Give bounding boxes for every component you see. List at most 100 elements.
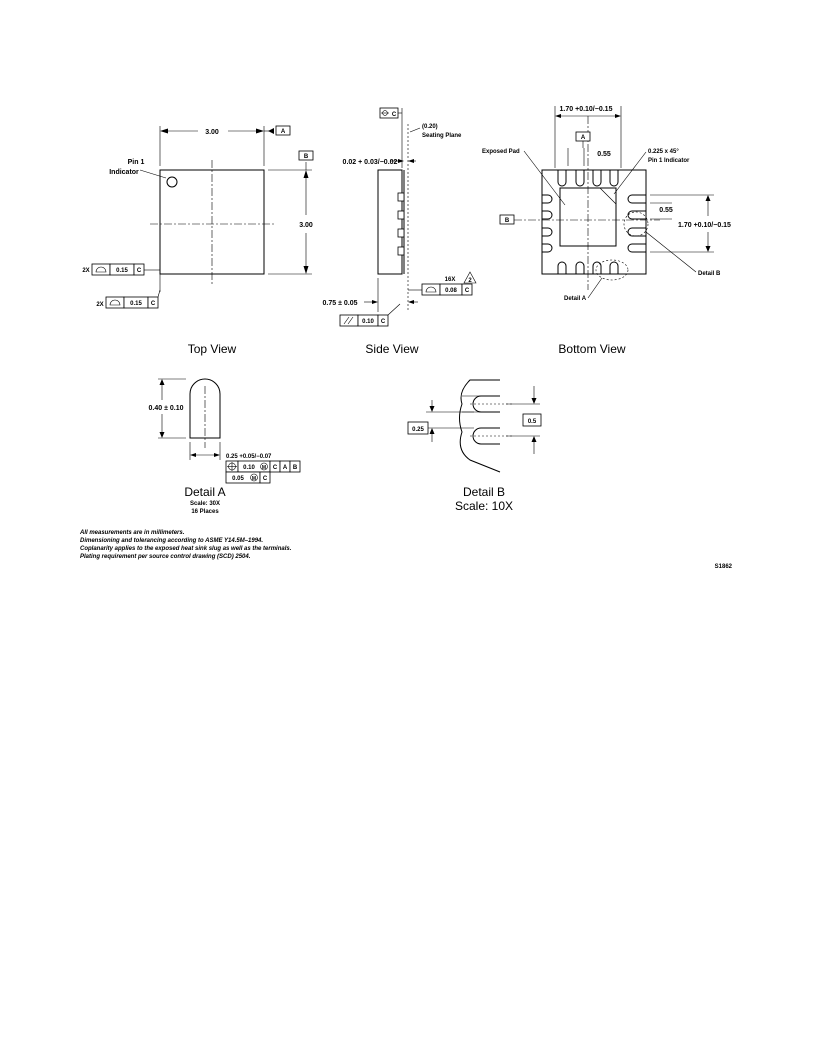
terminal: [397, 192, 405, 202]
fcf1-tol: 0.15: [116, 268, 128, 274]
datum-b: B: [304, 154, 309, 160]
terminal: [575, 170, 585, 187]
terminal: [557, 261, 567, 274]
dim-height: 0.75 ± 0.05: [323, 300, 358, 307]
dim-left: 0.25: [412, 427, 424, 433]
pin1-label-1: Pin 1: [128, 159, 145, 166]
detail-a: 0.40 ± 0.10 0.25 +0.05/−0.07 0.10 M C A …: [149, 378, 301, 515]
datum-a: A: [581, 135, 586, 141]
detail-a-title: Detail A: [184, 485, 225, 499]
pitch-top: 0.55: [597, 151, 611, 158]
note-flag-icon: [463, 271, 477, 284]
bottom-view: 1.70 +0.10/−0.15 A 0.55 Exposed Pad 0.22…: [482, 106, 731, 356]
detail-b-scale: Scale: 10X: [455, 499, 513, 513]
terminal: [627, 243, 646, 253]
terminal: [592, 170, 602, 187]
terminal: [542, 194, 553, 204]
fcf1-tol: 0.10: [243, 465, 255, 471]
note-2: Dimensioning and tolerancing according t…: [80, 538, 263, 544]
par-datum: C: [381, 319, 386, 325]
terminal: [542, 210, 553, 220]
profile-icon: [425, 286, 437, 293]
fcf1-mod: M: [262, 465, 266, 471]
terminal: [575, 261, 585, 274]
terminal: [592, 261, 602, 274]
dim-height: 3.00: [299, 222, 313, 229]
fcf2-datum: C: [151, 301, 156, 307]
fcf-datum: C: [465, 288, 470, 294]
terminal: [557, 170, 567, 187]
fcf1-d3: B: [293, 465, 298, 471]
parallelism-icon: [343, 316, 350, 325]
fcf1-d2: A: [283, 465, 288, 471]
note-1: All measurements are in millimeters.: [79, 530, 185, 536]
detail-a-label: Detail A: [564, 296, 587, 302]
terminal: [542, 227, 553, 237]
top-view-title: Top View: [188, 342, 237, 356]
fcf2-count: 2X: [96, 302, 103, 308]
count: 16X: [445, 277, 456, 283]
notes: All measurements are in millimeters. Dim…: [79, 530, 733, 570]
pin1-label-2: Indicator: [109, 169, 139, 176]
dim-right: 0.5: [528, 419, 537, 425]
terminal-detail: [189, 378, 221, 439]
side-body: [377, 169, 403, 275]
pin1-leader: [139, 169, 167, 179]
pin1-indicator-icon: [166, 176, 178, 188]
datum-a-box: [275, 125, 291, 136]
bottom-outline: [541, 169, 647, 275]
side-view-title: Side View: [365, 342, 418, 356]
side-view: C (0.20) Seating Plane 0.02 + 0.03/−0.02…: [323, 107, 477, 356]
note-4: Plating requirement per source control d…: [80, 554, 251, 560]
top-view: Pin 1 Indicator 3.00 A 3.00 B 2X 0.15 C: [82, 125, 314, 356]
fcf1-d1: C: [273, 465, 278, 471]
seating-2: Seating Plane: [422, 133, 462, 139]
datum-b-box: [298, 150, 314, 161]
fcf2-d1: C: [263, 476, 268, 482]
dim-width: 3.00: [205, 129, 219, 136]
terminal: [609, 170, 619, 187]
profile-icon: [95, 266, 107, 273]
terminal: [627, 227, 646, 237]
datum-c: C: [392, 112, 397, 118]
terminal: [397, 210, 405, 220]
fcf2-mod: M: [252, 476, 256, 482]
dim-width: 0.25 +0.05/−0.07: [226, 454, 272, 460]
detail-a-places: 16 Places: [191, 509, 219, 515]
exposed-pad-label: Exposed Pad: [482, 149, 520, 155]
dim-top: 1.70 +0.10/−0.15: [560, 106, 613, 113]
chamfer: 0.225 x 45°: [648, 149, 679, 155]
fcf1-count: 2X: [82, 268, 89, 274]
terminal: [627, 194, 646, 204]
dim-standoff: 0.02 + 0.03/−0.02: [343, 159, 398, 166]
profile-icon: [109, 299, 121, 306]
fcf2-tol: 0.15: [130, 301, 142, 307]
fcf-tol: 0.08: [445, 288, 457, 294]
dim-right: 1.70 +0.10/−0.15: [678, 222, 731, 229]
pitch-right: 0.55: [659, 207, 673, 214]
terminal: [397, 246, 405, 256]
note-3: Coplanarity applies to the exposed heat …: [80, 546, 292, 552]
terminal: [397, 228, 405, 238]
terminal: [609, 261, 619, 274]
detail-b-title: Detail B: [463, 485, 505, 499]
detail-a-circle: [595, 259, 629, 281]
dim-length: 0.40 ± 0.10: [149, 405, 184, 412]
par-tol: 0.10: [362, 319, 374, 325]
datum-b: B: [505, 218, 510, 224]
detail-b-circle: [623, 211, 649, 237]
pin1: Pin 1 Indicator: [648, 158, 690, 164]
bottom-view-title: Bottom View: [558, 342, 625, 356]
terminal: [472, 427, 500, 445]
terminal: [472, 395, 500, 413]
terminal: [542, 243, 553, 253]
seating-1: (0.20): [422, 124, 438, 130]
datum-a: A: [281, 129, 286, 135]
package-edge: [459, 379, 501, 473]
detail-a-scale: Scale: 30X: [190, 501, 220, 507]
detail-b-label: Detail B: [698, 271, 721, 277]
fcf1-datum: C: [137, 268, 142, 274]
fcf2-tol: 0.05: [232, 476, 244, 482]
drawing-number: S1862: [715, 564, 733, 570]
